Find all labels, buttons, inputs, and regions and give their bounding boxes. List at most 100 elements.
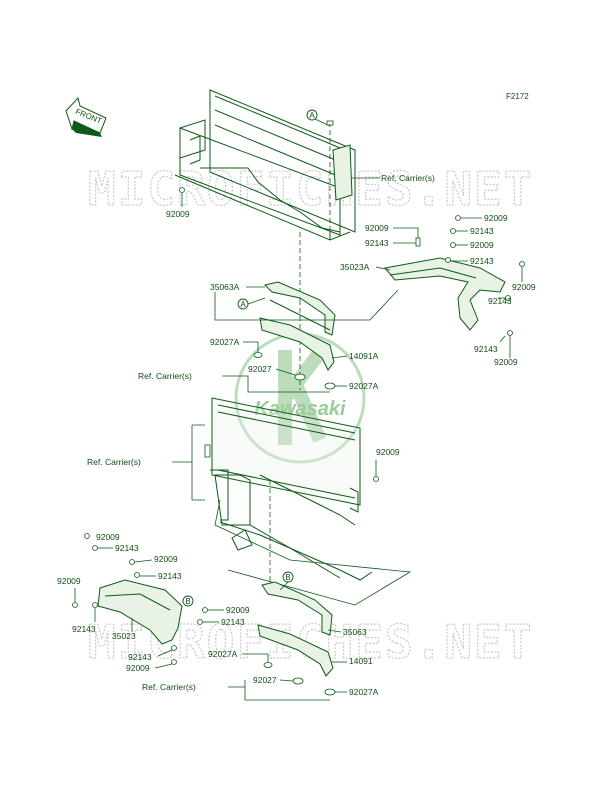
callout-a-top — [306, 109, 318, 121]
label-92009-bl2: 92009 — [154, 554, 178, 564]
bolt-icon — [92, 602, 98, 608]
label-92009-r5: 92009 — [494, 357, 518, 367]
label-92009-r2: 92009 — [484, 213, 508, 223]
leader-14091A — [331, 355, 348, 359]
bolt-icon — [171, 645, 177, 651]
bolt-icon — [204, 444, 211, 458]
label-92143-bl1: 92143 — [115, 543, 139, 553]
callout-a-top-text: A — [309, 111, 315, 120]
bracket-35063A — [264, 281, 336, 336]
leader-92027-bot — [279, 679, 294, 682]
washer-icon — [263, 662, 273, 668]
leader-92009-bl4 — [154, 663, 173, 669]
bolt-icon — [202, 607, 208, 613]
label-92009-bl3: 92009 — [57, 576, 81, 586]
label-92009-r4: 92009 — [512, 282, 536, 292]
outline-leader-right — [214, 289, 399, 321]
label-35063A: 35063A — [210, 282, 240, 292]
label-ref-carrier-bot: Ref. Carrier(s) — [142, 682, 196, 692]
leader-ref-carrier-left — [172, 424, 205, 501]
bolt-icon — [326, 120, 334, 126]
bolt-icon — [519, 261, 525, 267]
bolt-icon — [415, 237, 421, 247]
bolt-icon — [179, 187, 185, 193]
label-92143-bl4: 92143 — [128, 652, 152, 662]
label-92143-r4: 92143 — [488, 296, 512, 306]
leader-ref-carrier-bot — [228, 680, 330, 701]
leader-92009-r1 — [393, 227, 419, 240]
leader-92027A-bot — [242, 653, 269, 662]
label-92027-mid: 92027 — [248, 364, 272, 374]
label-92143-bl5: 92143 — [221, 617, 245, 627]
bolt-icon — [197, 619, 203, 625]
label-92027A-bot2: 92027A — [349, 687, 379, 697]
lower-carrier-assembly — [210, 397, 373, 581]
label-92027A-mid: 92027A — [210, 337, 240, 347]
leader-ref-carrier-mid — [222, 375, 330, 393]
leader-35063 — [327, 629, 342, 633]
bolt-icon — [455, 215, 461, 221]
label-92143-r2: 92143 — [365, 238, 389, 248]
label-92009-bl4: 92009 — [126, 663, 150, 673]
washer-icon — [324, 688, 336, 696]
leader-callout-b-lower — [279, 581, 289, 591]
bolt-icon — [450, 242, 456, 248]
washer-icon — [292, 677, 304, 685]
washer-icon — [294, 373, 306, 381]
label-ref-carrier-top: Ref. Carrier(s) — [381, 173, 435, 183]
left-fender-35023 — [97, 579, 183, 645]
label-92143-r5: 92143 — [474, 344, 498, 354]
bolt-icon — [171, 659, 177, 665]
label-92143-r3: 92143 — [470, 256, 494, 266]
bolt-icon — [507, 330, 513, 336]
label-92009-bl1: 92009 — [96, 532, 120, 542]
bolt-icon — [129, 559, 135, 565]
label-92009-mid-right: 92009 — [376, 447, 400, 457]
bolt-icon — [505, 295, 511, 301]
diagram-code: F2172 — [506, 92, 529, 101]
label-92009-bl5: 92009 — [226, 605, 250, 615]
label-92143-r1: 92143 — [470, 226, 494, 236]
label-ref-carrier-left: Ref. Carrier(s) — [87, 457, 141, 467]
bolt-icon — [134, 572, 140, 578]
label-92027A-bot: 92027A — [208, 649, 238, 659]
washer-icon — [324, 382, 336, 390]
label-92027-bot: 92027 — [253, 675, 277, 685]
bolt-icon — [92, 545, 98, 551]
label-92009-r1: 92009 — [365, 223, 389, 233]
washer-icon — [253, 352, 263, 358]
right-fender-35023A — [384, 257, 506, 331]
label-35023: 35023 — [112, 631, 136, 641]
label-14091A: 14091A — [349, 351, 379, 361]
label-92143-bl3: 92143 — [72, 624, 96, 634]
bolt-icon — [445, 257, 451, 263]
bolt-icon — [373, 476, 379, 482]
outline-leader-lower — [214, 499, 412, 606]
label-92009-r3: 92009 — [470, 240, 494, 250]
leader-92143-r5 — [499, 335, 506, 343]
label-35023A: 35023A — [340, 262, 370, 272]
kawasaki-logo: Kawasaki — [234, 332, 366, 464]
label-14091: 14091 — [349, 656, 373, 666]
bolt-icon — [450, 228, 456, 234]
label-35063: 35063 — [343, 627, 367, 637]
bolt-icon — [84, 533, 90, 539]
leader-92009-bl2 — [134, 559, 153, 563]
leader-92027-mid — [275, 368, 296, 376]
callout-a-mid-text: A — [240, 300, 246, 309]
callout-b-left — [182, 595, 194, 607]
top-carrier-assembly — [174, 89, 356, 241]
bracket-35063 — [261, 581, 333, 636]
callout-b-left-text: B — [185, 597, 190, 606]
label-92027A-mid2: 92027A — [349, 381, 379, 391]
front-arrow-icon: FRONT — [65, 96, 107, 137]
label-ref-carrier-mid: Ref. Carrier(s) — [138, 371, 192, 381]
leader-92143-bl4 — [157, 649, 173, 657]
watermark-top: MICROFICHES.NET — [88, 162, 533, 216]
leader-92027A-mid — [243, 341, 259, 352]
leader-callout-a-mid — [247, 297, 266, 305]
strap-14091A — [259, 317, 335, 371]
label-92143-bl2: 92143 — [158, 571, 182, 581]
